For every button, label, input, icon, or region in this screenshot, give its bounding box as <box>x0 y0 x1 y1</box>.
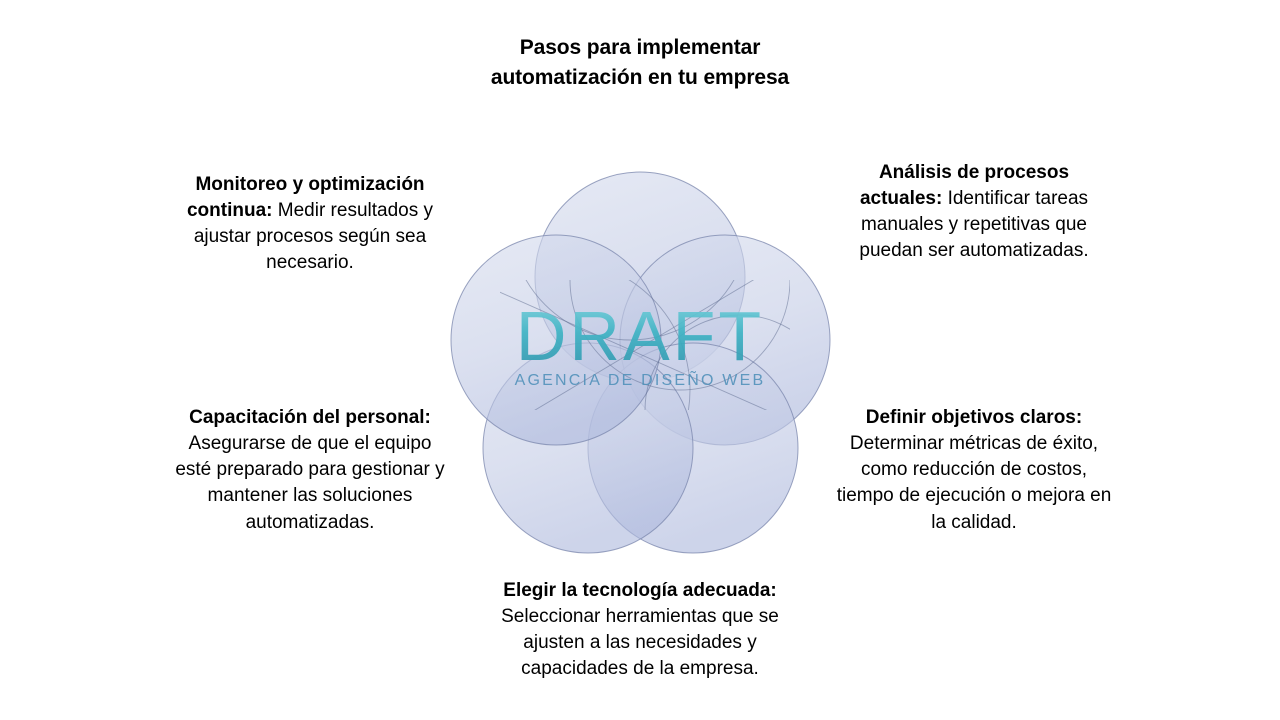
callout-heading: Capacitación del personal: <box>189 407 431 428</box>
callout-body: Identificar tareas manuales y repetitiva… <box>859 188 1089 262</box>
callout-body: Seleccionar herramientas que se ajusten … <box>501 606 779 680</box>
callout-body: Asegurarse de que el equipo esté prepara… <box>175 433 445 533</box>
callout-analisis-de-procesos-actuales: Análisis de procesos actuales: Identific… <box>836 160 1112 265</box>
callout-elegir-la-tecnologia-adecuada: Elegir la tecnología adecuada: Seleccion… <box>486 578 794 683</box>
callout-capacitacion-del-personal: Capacitación del personal: Asegurarse de… <box>168 405 452 536</box>
callout-heading: Elegir la tecnología adecuada: <box>503 580 777 601</box>
callout-body: Determinar métricas de éxito, como reduc… <box>836 433 1112 533</box>
callout-heading: Definir objetivos claros: <box>865 407 1083 428</box>
venn-diagram <box>440 160 840 580</box>
page-title: Pasos para implementar automatización en… <box>490 36 790 90</box>
venn-circles-svg <box>450 171 831 554</box>
callout-body: Medir resultados y ajustar procesos segú… <box>193 200 433 274</box>
callout-definir-objetivos-claros: Definir objetivos claros: Determinar mét… <box>836 405 1112 536</box>
venn-circle-upper-left <box>450 234 662 446</box>
callout-monitoreo-y-optimizacion-continua: Monitoreo y optimización continua: Medir… <box>168 172 452 277</box>
callout-heading: Análisis de procesos actuales: <box>859 162 1070 210</box>
callout-heading: Monitoreo y optimización continua: <box>186 174 425 222</box>
